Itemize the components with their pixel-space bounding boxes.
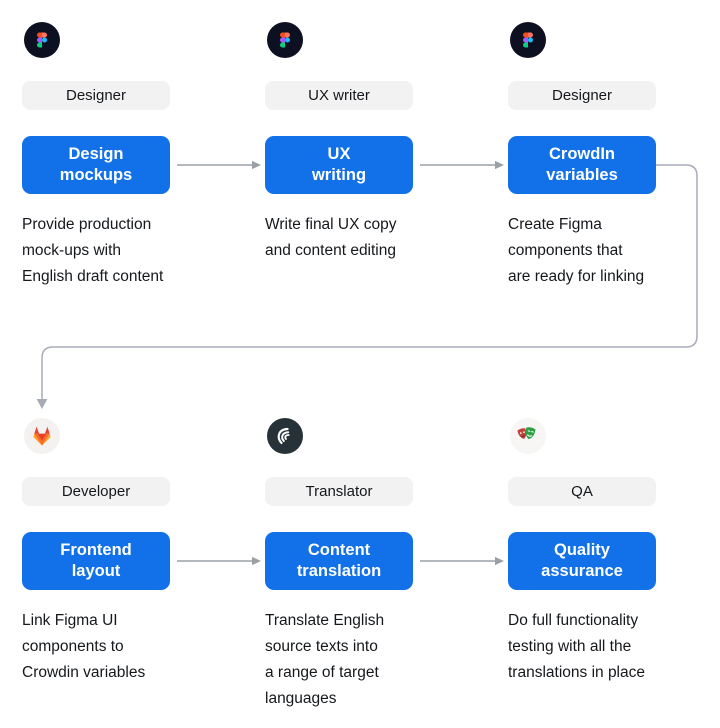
figma-icon (510, 22, 546, 58)
crowdin-icon (267, 418, 303, 454)
crowdin-variables-button[interactable]: CrowdIn variables (508, 136, 656, 194)
frontend-layout-button[interactable]: Frontend layout (22, 532, 170, 590)
step-description: Link Figma UI components to Crowdin vari… (22, 612, 146, 681)
step-description: Write final UX copy and content editing (265, 216, 397, 259)
role-badge: UX writer (265, 81, 413, 110)
content-translation-button[interactable]: Content translation (265, 532, 413, 590)
arrow-step4-to-step5 (177, 556, 261, 566)
ux-writing-button[interactable]: UX writing (265, 136, 413, 194)
arrow-step5-to-step6 (420, 556, 504, 566)
role-badge: Designer (508, 81, 656, 110)
theater-masks-icon (510, 418, 546, 454)
arrow-step1-to-step2 (177, 160, 261, 170)
role-badge: QA (508, 477, 656, 506)
step-description: Translate English source texts into a ra… (265, 612, 385, 707)
role-badge: Translator (265, 477, 413, 506)
step-description: Provide production mock-ups with English… (22, 216, 164, 285)
figma-icon (267, 22, 303, 58)
design-mockups-button[interactable]: Design mockups (22, 136, 170, 194)
step-description: Do full functionality testing with all t… (508, 612, 645, 681)
arrow-step2-to-step3 (420, 160, 504, 170)
step-description: Create Figma components that are ready f… (508, 216, 645, 285)
role-badge: Developer (22, 477, 170, 506)
quality-assurance-button[interactable]: Quality assurance (508, 532, 656, 590)
role-badge: Designer (22, 81, 170, 110)
gitlab-icon (24, 418, 60, 454)
figma-icon (24, 22, 60, 58)
